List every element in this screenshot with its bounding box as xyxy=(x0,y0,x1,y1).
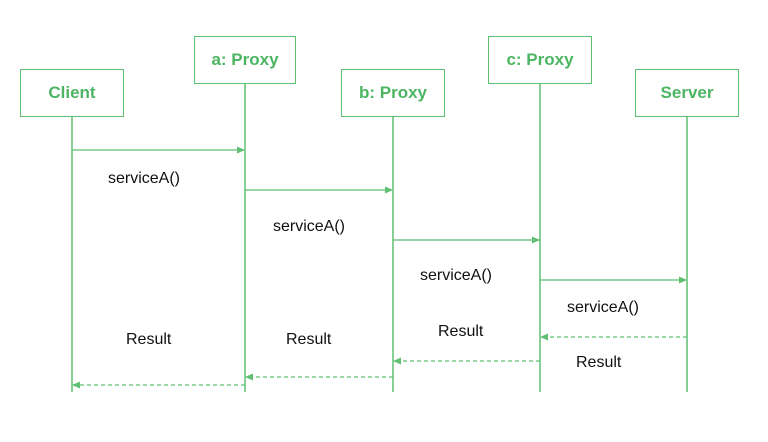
message-label-call-c-proxy: serviceA() xyxy=(420,267,493,284)
participant-server: Server xyxy=(635,69,739,117)
message-label-result-from-b-proxy: Result xyxy=(286,331,332,348)
participant-b-proxy: b: Proxy xyxy=(341,69,445,117)
message-label-call-b-proxy: serviceA() xyxy=(273,218,346,235)
participant-c-proxy: c: Proxy xyxy=(488,36,592,84)
message-label-result-from-server: Result xyxy=(576,354,622,371)
message-label-result-from-c-proxy: Result xyxy=(438,323,484,340)
participant-client: Client xyxy=(20,69,124,117)
message-label-call-a-proxy: serviceA() xyxy=(108,170,181,187)
message-label-result-from-a-proxy: Result xyxy=(126,331,172,348)
message-label-call-server: serviceA() xyxy=(567,299,640,316)
participant-a-proxy: a: Proxy xyxy=(194,36,296,84)
